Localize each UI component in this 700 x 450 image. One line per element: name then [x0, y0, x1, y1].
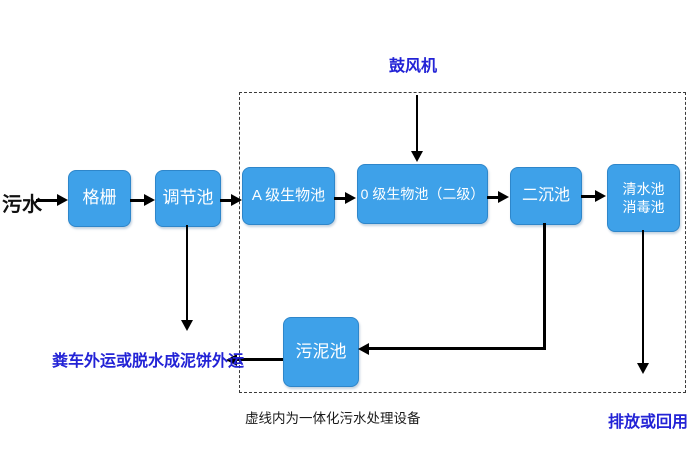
arrow-regulating-tank-down-head [181, 320, 193, 331]
dashed-boundary-caption: 虚线内为一体化污水处理设备 [245, 411, 421, 426]
arrow-clear-water-to-discharge-line [642, 230, 644, 364]
node-regulating-tank: 调节池 [155, 170, 221, 227]
node-regulating-tank-label: 调节池 [162, 188, 214, 208]
arrow-regulating-tank-down-line [186, 225, 188, 321]
node-a-stage-bio-tank-label: A 级生物池 [251, 187, 326, 205]
sludge-disposal-label: 粪车外运或脱水成泥饼外运 [52, 353, 245, 370]
discharge-reuse-label: 排放或回用 [608, 414, 689, 431]
node-sludge-tank-label: 污泥池 [295, 341, 347, 361]
arrow-influent-to-grid-line [36, 199, 58, 202]
arrow-a-tank-to-o-tank-head [345, 192, 356, 204]
arrow-regulating-to-a-tank-head [231, 194, 242, 206]
node-grid: 格栅 [68, 170, 131, 227]
arrow-grid-to-regulating-head [144, 194, 155, 206]
arrow-sludge-out-head [226, 354, 237, 366]
node-disinfection-tank-label: 消毒池 [622, 199, 665, 215]
arrow-clarifier-to-sludge-head [358, 343, 369, 355]
arrow-o-tank-to-clarifier-head [498, 191, 509, 203]
node-a-stage-bio-tank: A 级生物池 [242, 167, 335, 225]
arrow-a-tank-to-o-tank-line [334, 197, 347, 200]
arrow-influent-to-grid-head [57, 194, 68, 206]
arrow-clarifier-to-clear-water-head [595, 190, 606, 202]
node-o-stage-bio-tank-label: 0 级生物池（二级） [360, 185, 485, 202]
node-o-stage-bio-tank: 0 级生物池（二级） [357, 164, 488, 224]
arrow-o-tank-to-clarifier-line [487, 196, 500, 199]
node-secondary-clarifier: 二沉池 [510, 167, 582, 225]
arrow-grid-to-regulating-line [130, 199, 145, 202]
arrow-blower-to-o-tank-head [411, 151, 423, 162]
arrow-clarifier-to-clear-water-line [581, 195, 596, 198]
integrated-equipment-dashed-boundary [239, 92, 686, 393]
arrow-sludge-out-line [236, 358, 283, 361]
blower-label: 鼓风机 [389, 58, 438, 75]
arrow-blower-to-o-tank-line [416, 95, 418, 152]
arrow-regulating-to-a-tank-line [220, 199, 232, 202]
node-secondary-clarifier-label: 二沉池 [521, 186, 570, 204]
node-grid-label: 格栅 [82, 188, 117, 208]
arrow-clarifier-to-sludge-hline [368, 347, 546, 350]
arrow-clear-water-to-discharge-head [637, 363, 649, 374]
node-sludge-tank: 污泥池 [283, 317, 359, 387]
influent-label: 污水 [2, 194, 42, 216]
node-clear-water-tank-label: 清水池 [622, 180, 665, 197]
arrow-clarifier-to-sludge-vline [543, 223, 546, 350]
node-clear-water-disinfection-tank: 清水池 消毒池 [607, 164, 680, 232]
